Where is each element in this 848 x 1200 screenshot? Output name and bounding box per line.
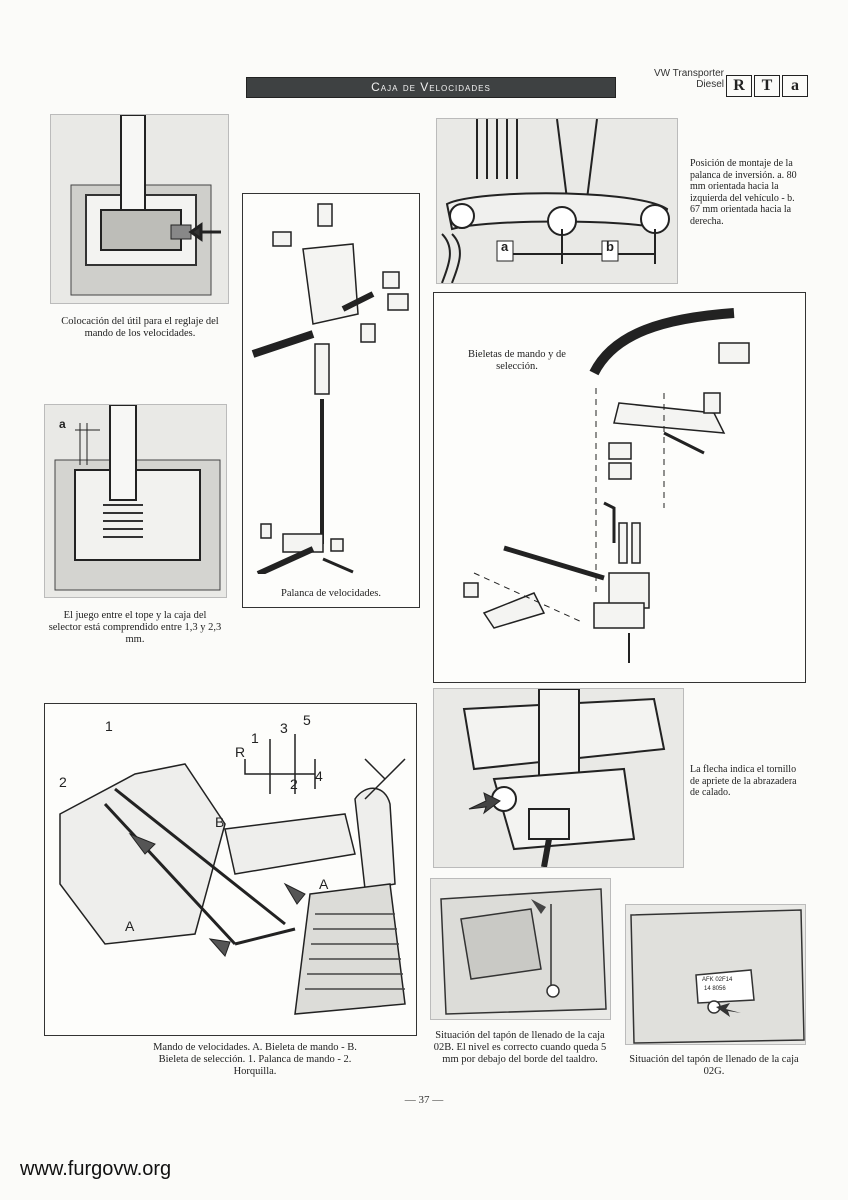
clamp-screw-illustration: [462, 689, 666, 867]
gear-label-2: 2: [59, 774, 67, 790]
logo-letter-t: T: [754, 75, 780, 97]
gear-label-b: B: [215, 814, 225, 830]
brand-line-2: Diesel: [696, 79, 724, 90]
shift-pattern-4: 4: [315, 768, 323, 784]
section-title-banner: Caja de Velocidades: [246, 77, 616, 98]
gear-label-a-left: A: [125, 918, 135, 934]
filler-02g-plate-line-1: AFK 02F14: [702, 977, 733, 983]
gear-lever-exploded-diagram: [251, 203, 409, 574]
tool-placement-caption: Colocación del útil para el reglaje del …: [61, 316, 219, 339]
reversing-lever-illustration: [441, 119, 670, 283]
filler-02b-photo: [430, 878, 611, 1020]
shift-pattern-r: R: [235, 744, 246, 760]
shift-pattern-1: 1: [251, 730, 259, 746]
linkages-frame: Bieletas de mando y de selección.: [433, 292, 806, 683]
gear-control-frame: 1 2 A A B R 1 2 3 4 5: [44, 703, 417, 1036]
clamp-screw-caption: La flecha indica el tornillo de apriete …: [690, 764, 797, 798]
filler-02b-caption: Situación del tapón de llenado de la caj…: [433, 1030, 607, 1065]
filler-02b-illustration: [440, 888, 607, 1015]
brand-line-1: VW Transporter: [653, 68, 724, 79]
tool-placement-illustration: [70, 115, 221, 296]
selector-gap-photo: a: [44, 404, 227, 598]
reversing-lever-photo: a b: [436, 118, 678, 284]
gear-label-1: 1: [105, 718, 113, 734]
reversing-lever-caption: Posición de montaje de la palanca de inv…: [690, 158, 797, 227]
gear-lever-exploded-frame: Palanca de velocidades.: [242, 193, 420, 608]
filler-02g-photo: AFK 02F14 14 8056: [625, 904, 806, 1045]
linkages-caption: Bieletas de mando y de selección.: [468, 349, 566, 372]
gear-control-caption: Mando de velocidades. A. Bieleta de mand…: [153, 1042, 357, 1077]
clamp-screw-photo: [433, 688, 684, 868]
rta-logo: R T a: [726, 75, 808, 97]
reversing-label-b: b: [606, 239, 614, 254]
shift-pattern-5: 5: [303, 712, 311, 728]
linkages-exploded-diagram: [463, 308, 750, 663]
selector-gap-caption: El juego entre el tope y la caja del sel…: [48, 610, 222, 645]
section-title: Caja de Velocidades: [371, 80, 491, 94]
shift-pattern-2: 2: [290, 776, 298, 792]
gear-lever-caption: Palanca de velocidades.: [281, 588, 381, 599]
selector-gap-illustration: [54, 405, 221, 591]
filler-02g-caption: Situación del tapón de llenado de la caj…: [629, 1054, 799, 1077]
selector-gap-label-a: a: [59, 417, 66, 431]
shift-pattern-3: 3: [280, 720, 288, 736]
filler-02g-plate-line-2: 14 8056: [704, 986, 726, 992]
tool-placement-photo: [50, 114, 229, 304]
gear-label-a-right: A: [319, 876, 329, 892]
page-number: — 37 —: [404, 1094, 444, 1106]
filler-02g-illustration: [630, 909, 805, 1044]
website-watermark: www.furgovw.org: [20, 1158, 172, 1180]
gear-control-diagram: [59, 734, 406, 1015]
brand-text: VW Transporter Diesel: [630, 68, 724, 90]
reversing-label-a: a: [501, 239, 509, 254]
logo-letter-a: a: [782, 75, 808, 97]
logo-letter-r: R: [726, 75, 752, 97]
